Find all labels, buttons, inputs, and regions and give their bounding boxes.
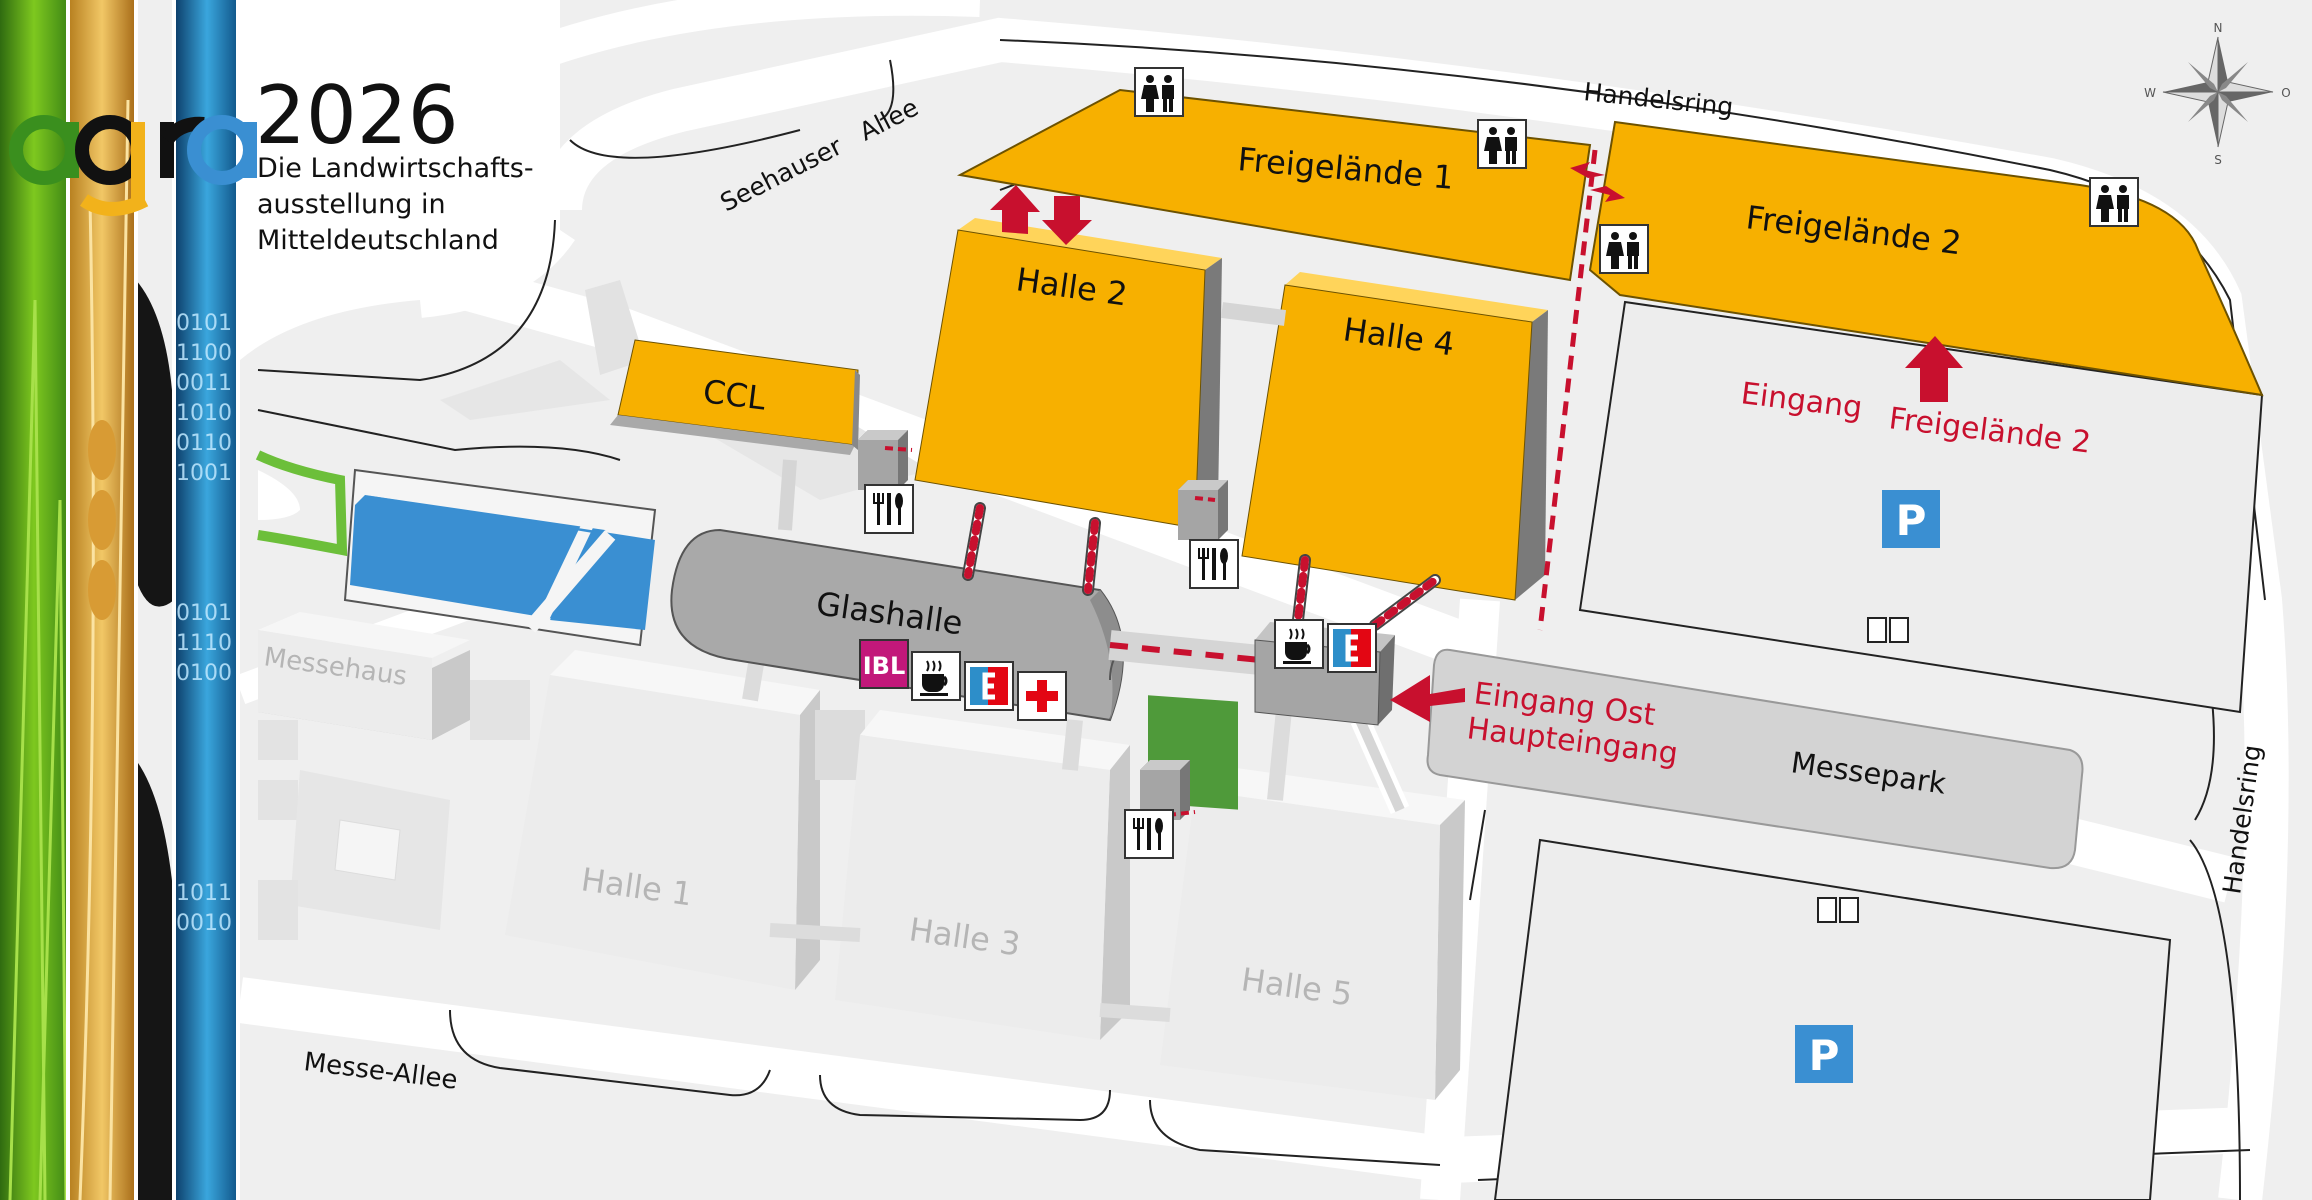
svg-text:N: N: [2214, 21, 2223, 35]
freigelaende-1-area: [956, 88, 1592, 282]
atm-icon: [1328, 624, 1376, 672]
atm-icon: [965, 662, 1013, 710]
agra-logo: [0, 100, 260, 268]
svg-text:1011: 1011: [176, 881, 232, 906]
photo-banner: 0101 1100 0011 1010 0110 1001 0101 1110 0100 1…: [0, 0, 240, 1200]
restaurant-icon: [1124, 809, 1174, 859]
restaurant-icon: [1189, 539, 1239, 589]
coffee-icon: [910, 650, 962, 702]
parking-icon: P: [1795, 1025, 1853, 1083]
svg-text:P: P: [1809, 1031, 1840, 1080]
messehaus-building: [258, 612, 530, 740]
event-year: 2026: [255, 69, 459, 162]
ccl-building: [610, 339, 860, 455]
tagline-line-2: ausstellung in: [257, 189, 446, 220]
barrier-icon: [962, 502, 1441, 631]
svg-text:1010: 1010: [176, 401, 232, 426]
ibl-badge: IBL: [859, 639, 909, 689]
halle-2-building: [914, 218, 1222, 529]
tagline-line-1: Die Landwirtschafts-: [257, 153, 534, 184]
svg-text:1110: 1110: [176, 631, 232, 656]
agra-logo-mark: [9, 115, 257, 216]
coffee-icon: [1273, 618, 1325, 670]
digital-photo-strip: [174, 0, 240, 1200]
svg-text:0101: 0101: [176, 601, 232, 626]
svg-text:1100: 1100: [176, 341, 232, 366]
svg-text:0100: 0100: [176, 661, 232, 686]
tagline-line-3: Mitteldeutschland: [257, 225, 499, 256]
parking-area-south: [1493, 838, 2172, 1200]
svg-text:P: P: [1896, 496, 1927, 545]
wc-icon: [1477, 119, 1527, 169]
halle-1-building: [505, 650, 820, 990]
svg-text:0010: 0010: [176, 911, 232, 936]
compass-icon: N S W O: [2144, 21, 2291, 167]
wc-icon: [1599, 224, 1649, 274]
svg-text:IBL: IBL: [863, 652, 906, 680]
entrance-arrow-icon: [990, 162, 1963, 722]
svg-text:0011: 0011: [176, 371, 232, 396]
halle-3-building: [835, 710, 1130, 1040]
svg-text:1001: 1001: [176, 461, 232, 486]
svg-text:0101: 0101: [176, 311, 232, 336]
restaurant-icon: [864, 484, 914, 534]
agra-brand: 2026 Die Landwirtschafts- ausstellung in…: [0, 60, 560, 290]
halle-4-building: [1241, 272, 1548, 601]
wc-icon: [1134, 67, 1184, 117]
parking-icon: P: [1882, 490, 1940, 548]
svg-text:S: S: [2214, 153, 2222, 167]
halle-5-building: [1160, 765, 1465, 1100]
svg-text:W: W: [2144, 86, 2156, 100]
wc-icon: [2089, 177, 2139, 227]
svg-text:0110: 0110: [176, 431, 232, 456]
first-aid-icon: [1017, 671, 1067, 721]
ccl-label: CCL: [701, 372, 768, 417]
svg-text:O: O: [2281, 86, 2290, 100]
